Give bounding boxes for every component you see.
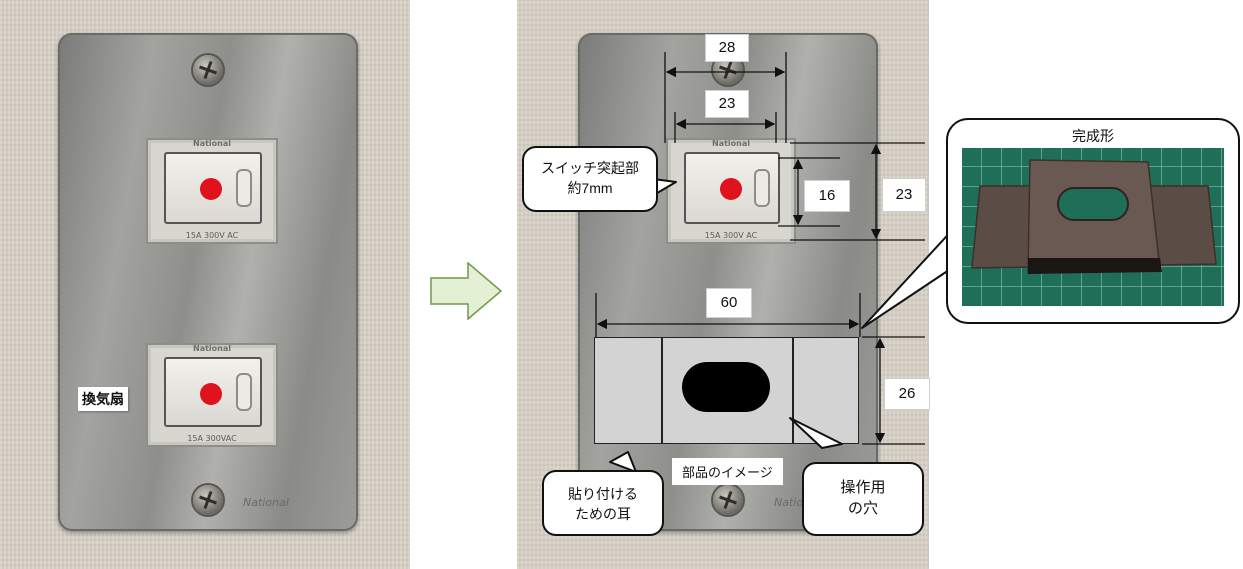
callout-text: 貼り付ける [568, 486, 638, 502]
dim-28: 28 [705, 34, 749, 62]
switch-brand: National [712, 139, 750, 148]
right-switch: National 15A 300V AC [666, 138, 796, 244]
screw-bottom-icon [193, 485, 223, 515]
cutting-mat [962, 148, 1224, 306]
switch-brand: National [193, 139, 231, 148]
ear-divider-right [792, 338, 794, 443]
indicator-slot-icon [754, 169, 770, 207]
red-indicator-icon [200, 178, 222, 200]
switch-rating: 15A 300V AC [704, 231, 758, 240]
dim-23-width: 23 [705, 90, 749, 118]
callout-text: 約7mm [567, 180, 613, 196]
callout-ears: 貼り付ける ための耳 [542, 470, 664, 536]
indicator-slot-icon [236, 169, 252, 207]
screw-bottom-icon [713, 485, 743, 515]
finished-title: 完成形 [1072, 128, 1114, 144]
dim-16: 16 [804, 180, 850, 212]
dim-23-height: 23 [882, 178, 926, 212]
ear-divider-left [661, 338, 663, 443]
red-indicator-icon [200, 383, 222, 405]
dim-60: 60 [706, 288, 752, 318]
left-switch-plate: National 15A 300V AC National 15A 300VAC… [58, 33, 358, 531]
screw-top-icon [193, 55, 223, 85]
indicator-slot-icon [236, 373, 252, 411]
callout-hole: 操作用 の穴 [802, 462, 924, 536]
part-caption: 部品のイメージ [672, 458, 783, 485]
rocker-button [684, 152, 780, 224]
rocker-button [164, 357, 262, 427]
switch-brand: National [193, 344, 231, 353]
callout-text: スイッチ突起部 [541, 160, 639, 176]
switch-rating: 15A 300VAC [187, 434, 237, 443]
finished-product-bubble: 完成形 [946, 118, 1240, 324]
part-image [594, 337, 859, 444]
switch-rating: 15A 300V AC [185, 231, 239, 240]
callout-switch-protrusion: スイッチ突起部 約7mm [522, 146, 658, 212]
label-sticker: 換気扇 [78, 387, 128, 411]
left-switch-top: National 15A 300V AC [146, 138, 278, 244]
callout-text: の穴 [847, 500, 878, 517]
plate-brand: National [243, 496, 289, 509]
left-switch-bottom: National 15A 300VAC [146, 343, 278, 447]
callout-text: 操作用 [840, 479, 886, 496]
arrow-right-icon [430, 262, 502, 320]
plate-brand: Nation [774, 496, 811, 509]
dim-26: 26 [884, 378, 930, 410]
operation-hole [682, 362, 770, 412]
finished-part-photo [971, 159, 1217, 274]
callout-text: ための耳 [575, 506, 631, 522]
rocker-button [164, 152, 262, 224]
red-indicator-icon [720, 178, 742, 200]
